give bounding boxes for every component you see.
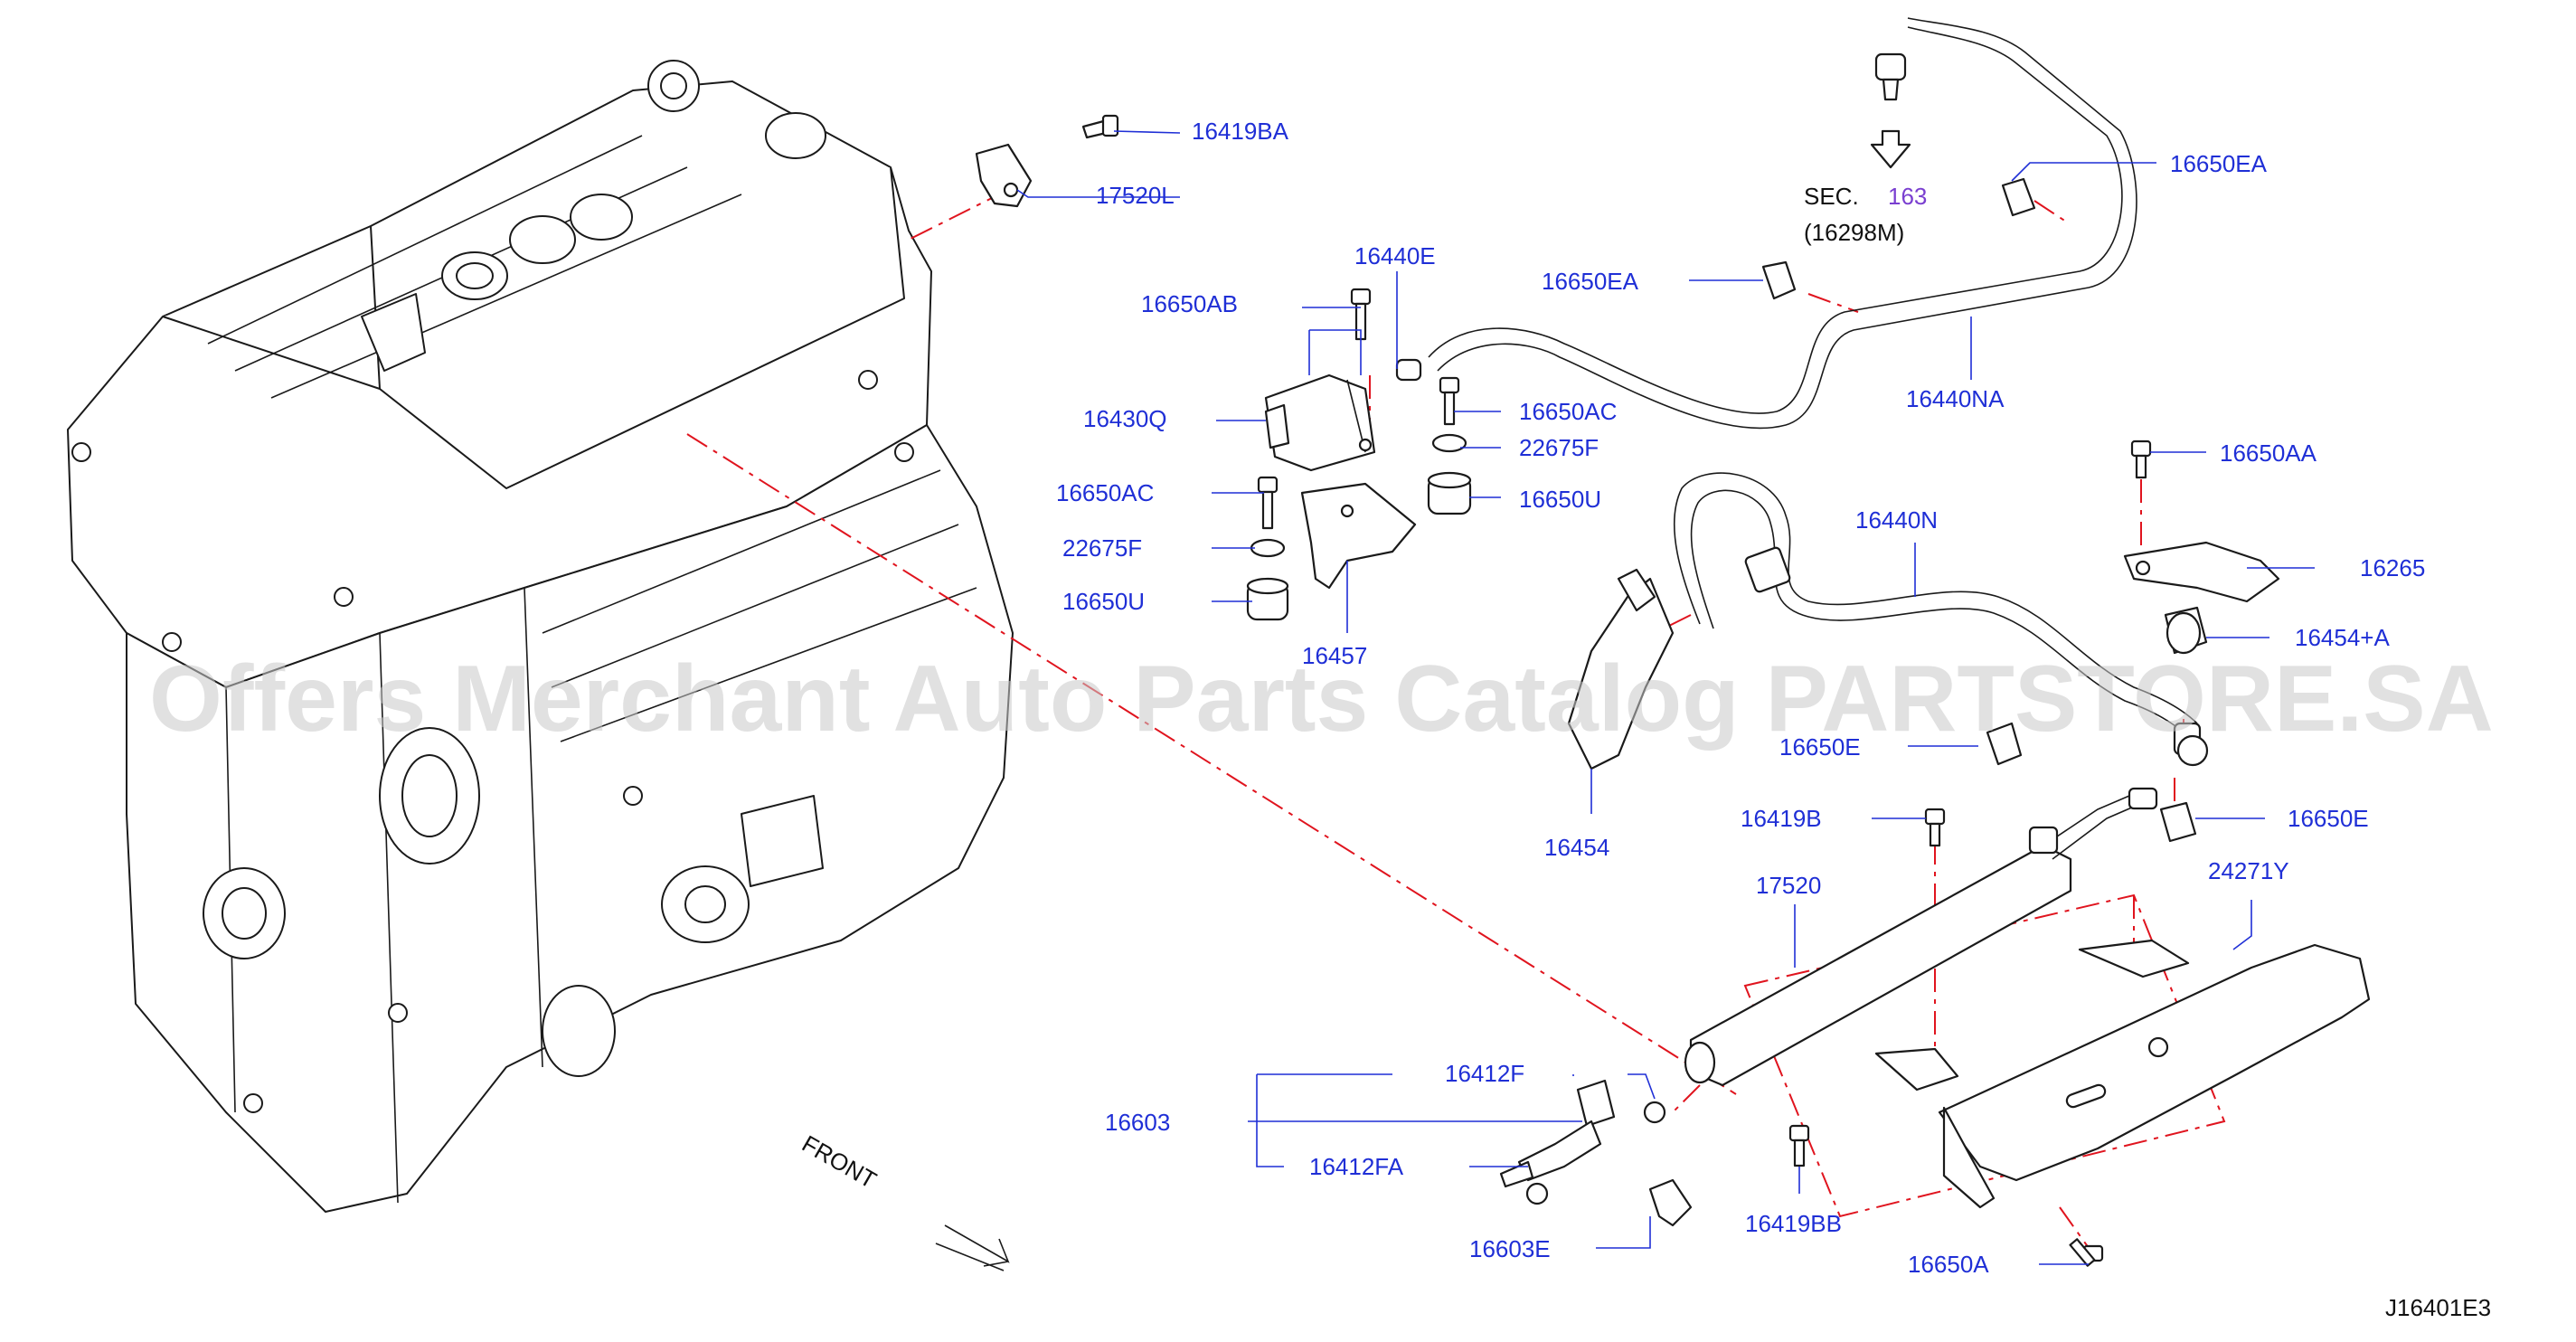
dash-line-16650A (2059, 1206, 2090, 1249)
bolt-16419BA (1081, 114, 1119, 139)
clip-16650E-upper (1986, 722, 2023, 766)
section-ref-prefix: SEC. (1804, 183, 1859, 210)
label-16412FA[interactable]: 16412FA (1309, 1153, 1404, 1180)
label-16650AC-left[interactable]: 16650AC (1056, 479, 1154, 506)
cover-24271Y (1874, 939, 2371, 1209)
label-16440NA[interactable]: 16440NA (1906, 385, 2005, 412)
label-16650AB[interactable]: 16650AB (1141, 290, 1238, 317)
dash-line-rail-to-injector (1672, 1084, 1701, 1113)
part-labels: 16419BA 17520L 16440E 16650AB 16650EA 16… (797, 118, 2491, 1321)
clip-16603E (1648, 1178, 1693, 1227)
label-16650E-upper[interactable]: 16650E (1779, 733, 1861, 761)
section-ref-part: (16298M) (1804, 219, 1904, 246)
grommet-16650U-right (1427, 471, 1472, 515)
bolt-16650AC-left (1257, 476, 1279, 530)
dash-line-16650EA-b (2033, 200, 2067, 222)
damper-16454A (2164, 606, 2208, 655)
label-16419BA[interactable]: 16419BA (1192, 118, 1289, 145)
dash-line-engine-to-rail (686, 433, 1737, 1095)
clip-16650E-lower (2159, 801, 2197, 843)
label-17520L[interactable]: 17520L (1096, 182, 1175, 209)
label-16650A[interactable]: 16650A (1908, 1251, 1989, 1278)
bolt-16650A (2069, 1238, 2104, 1267)
label-16419BB[interactable]: 16419BB (1745, 1210, 1842, 1237)
label-24271Y[interactable]: 24271Y (2208, 857, 2289, 884)
label-16430Q[interactable]: 16430Q (1083, 405, 1167, 432)
bracket-16265 (2123, 541, 2280, 603)
bolt-16419BB (1788, 1124, 1810, 1167)
label-16650AC-right[interactable]: 16650AC (1519, 398, 1617, 425)
grommet-16650U-left (1246, 577, 1289, 621)
pressure-sensor-16430Q (1264, 373, 1376, 472)
label-16419B[interactable]: 16419B (1741, 805, 1822, 832)
label-16650AA[interactable]: 16650AA (2220, 439, 2317, 467)
bolt-16419B (1924, 808, 1946, 847)
label-16440N[interactable]: 16440N (1855, 506, 1938, 534)
clip-16440E (1395, 358, 1422, 382)
label-16457[interactable]: 16457 (1302, 642, 1367, 669)
label-16603[interactable]: 16603 (1105, 1109, 1170, 1136)
fuel-connector (2173, 722, 2209, 767)
dash-line-16650EA-a (1807, 293, 1859, 313)
label-16650EA-left[interactable]: 16650EA (1542, 268, 1639, 295)
section-ref-number[interactable]: 163 (1888, 183, 1927, 210)
diagram-code: J16401E3 (2385, 1294, 2491, 1321)
front-label: FRONT (797, 1129, 882, 1194)
label-16265[interactable]: 16265 (2360, 554, 2425, 581)
engine-block-illustration (67, 60, 1014, 1213)
washer-22675F-left (1250, 538, 1286, 558)
bracket-17520L (975, 143, 1033, 208)
fuel-rail-17520 (1684, 787, 2158, 1087)
leader-lines (1016, 130, 2315, 1265)
label-16650E-lower[interactable]: 16650E (2288, 805, 2369, 832)
label-17520[interactable]: 17520 (1756, 872, 1821, 899)
fuel-hose-16440N (1567, 472, 2198, 770)
front-arrow (935, 1224, 1010, 1271)
fuel-hose-16440NA (1428, 17, 2137, 430)
dash-line-16440N (1663, 614, 1692, 629)
label-16440E[interactable]: 16440E (1354, 242, 1436, 269)
label-16454A[interactable]: 16454+A (2295, 624, 2390, 651)
label-16650EA-right[interactable]: 16650EA (2170, 150, 2268, 177)
label-22675F-left[interactable]: 22675F (1062, 534, 1142, 562)
label-16603E[interactable]: 16603E (1469, 1235, 1551, 1262)
label-16650U-right[interactable]: 16650U (1519, 486, 1601, 513)
label-16412F[interactable]: 16412F (1445, 1060, 1524, 1087)
label-16454[interactable]: 16454 (1544, 834, 1609, 861)
label-16650U-left[interactable]: 16650U (1062, 588, 1145, 615)
bolt-16650AA (2130, 439, 2152, 479)
bolt-16650AC-right (1439, 376, 1460, 426)
label-22675F-right[interactable]: 22675F (1519, 434, 1599, 461)
watermark-text: Offers Merchant Auto Parts Catalog PARTS… (149, 647, 2494, 751)
washer-22675F-right (1431, 433, 1467, 453)
bracket-16457 (1300, 482, 1417, 590)
fuel-injector-16603 (1499, 1079, 1666, 1205)
